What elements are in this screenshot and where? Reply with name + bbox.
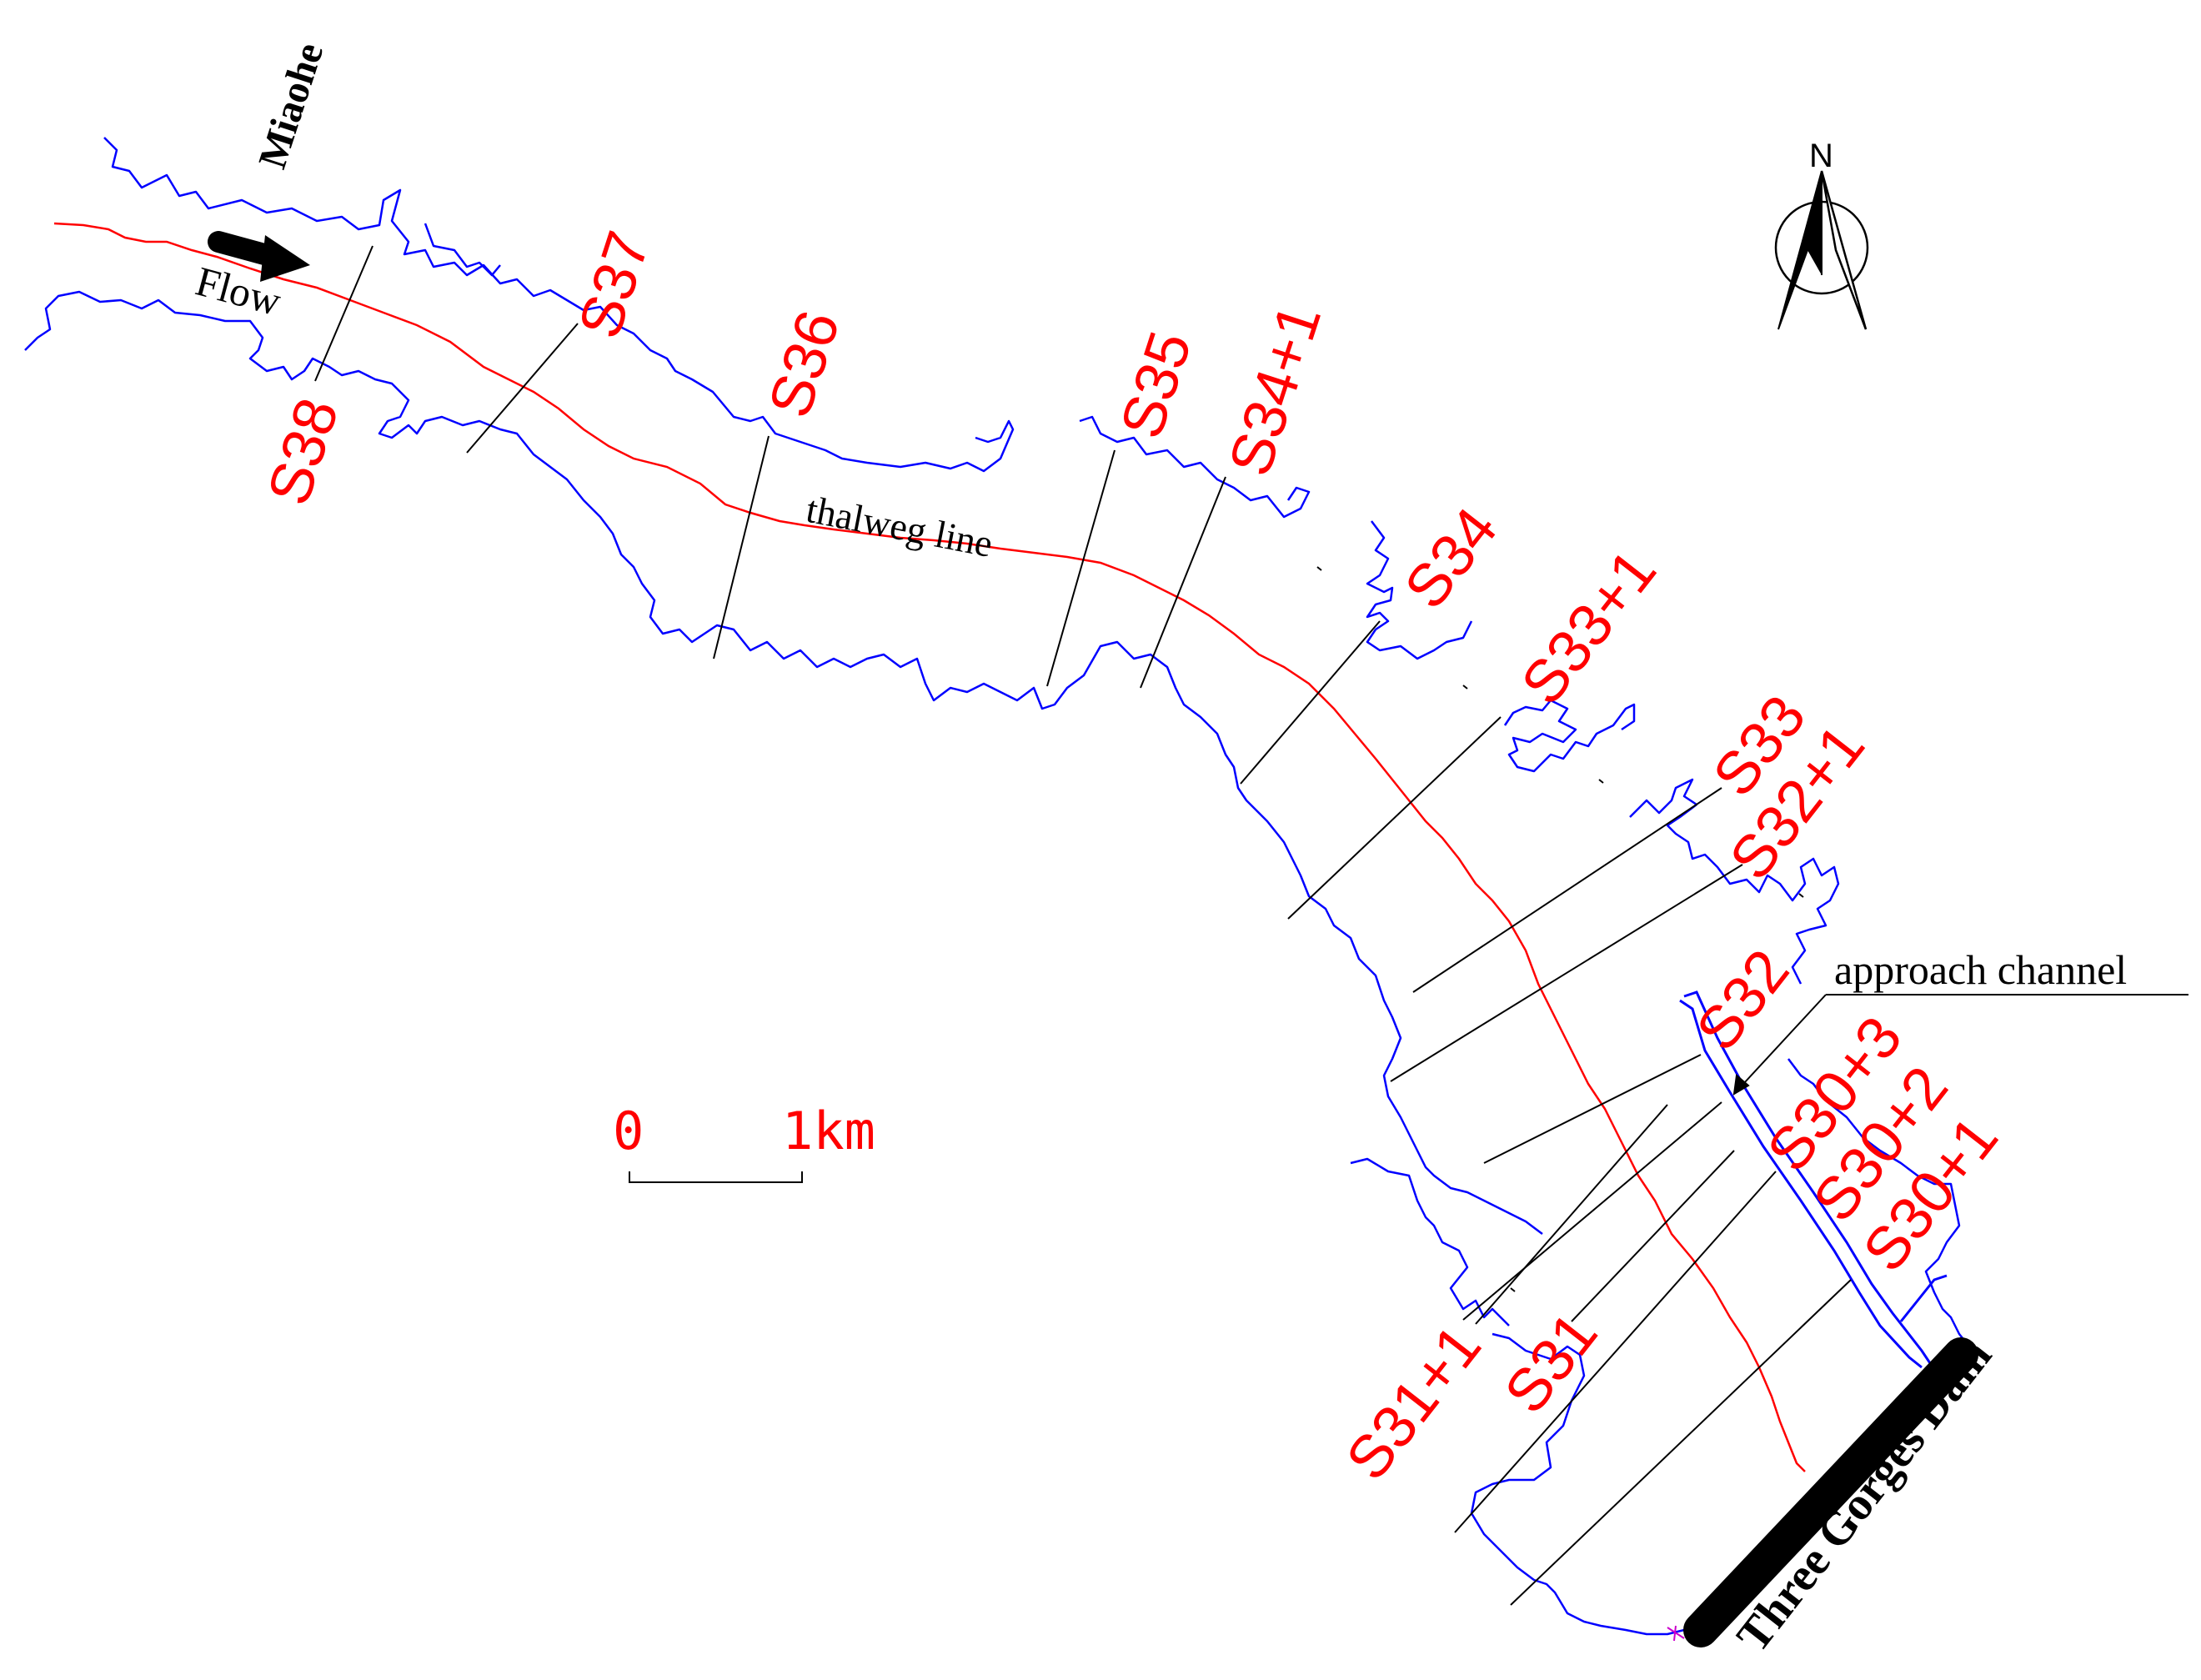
section-line-s34-1 (1140, 476, 1226, 689)
section-label-s31: S31 (1492, 1301, 1611, 1426)
section-line-s32-1 (1390, 864, 1743, 1082)
scale-end-label: 1km (782, 1101, 875, 1161)
north-bank-bay-s32 (1629, 778, 1840, 985)
section-lines (314, 245, 1852, 1606)
section-line-s30-2 (1571, 1150, 1735, 1322)
section-label-s33-1: S33+1 (1509, 538, 1669, 717)
scale-start-label: 0 (613, 1101, 644, 1161)
section-line-s33 (1412, 787, 1722, 993)
section-label-s35: S35 (1108, 323, 1205, 446)
north-bank-bay-s34 (1366, 520, 1473, 660)
minor-ticks (1316, 566, 1804, 1292)
section-labels: S38 S37 S36 S35 S34+1 S34 S33+1 S33 S32+… (255, 223, 2011, 1492)
north-bank-upstream (103, 137, 1015, 473)
approach-channel-leader (1732, 994, 2188, 1096)
tributary-label: Miaohe (250, 38, 332, 173)
compass-north-icon: N (1774, 138, 1869, 330)
thalweg-label: thalweg line (803, 488, 996, 565)
section-line-s33-1 (1287, 716, 1502, 920)
north-bank-middle (1079, 415, 1311, 519)
section-label-s38: S38 (255, 390, 352, 513)
section-line-s30-1b (1510, 1279, 1852, 1606)
north-bank-bay-s33 (1503, 699, 1636, 773)
section-line-s32 (1483, 1054, 1702, 1164)
north-bank-near-dam (1787, 1058, 1967, 1343)
three-gorges-dam (1683, 1337, 1978, 1647)
dam-marker-icon (1667, 1625, 1685, 1642)
section-label-s34-1: S34+1 (1216, 296, 1334, 484)
section-line-s30-1a (1454, 1171, 1777, 1533)
south-bank-near-dam (1470, 1332, 1685, 1636)
section-label-s31-1: S31+1 (1334, 1313, 1494, 1492)
section-line-s35 (1046, 449, 1116, 687)
thalweg-line (53, 222, 1806, 1472)
approach-channel (1679, 990, 1948, 1369)
section-label-s32: S32 (1684, 938, 1802, 1063)
scale-bar: 0 1km (613, 1101, 875, 1183)
section-line-s31-1 (1475, 1104, 1668, 1325)
dam-label: Three Gorges Dam (1727, 1330, 2002, 1662)
river-banks (24, 137, 1967, 1636)
north-bank-far-upstream (424, 223, 501, 277)
approach-channel-label: approach channel (1834, 946, 2127, 993)
section-line-s30-3 (1462, 1101, 1722, 1321)
south-bank-upstream (24, 290, 1543, 1235)
section-label-s36: S36 (756, 303, 853, 425)
section-label-s34: S34 (1392, 496, 1511, 621)
section-line-s37 (466, 323, 579, 454)
section-line-s38 (314, 245, 374, 382)
section-line-s34 (1240, 620, 1381, 785)
section-label-s37: S37 (566, 223, 663, 346)
north-label: N (1809, 138, 1833, 174)
south-bank-bay (1350, 1157, 1510, 1326)
section-line-s36 (713, 435, 770, 659)
flow-arrow-icon (208, 231, 310, 282)
